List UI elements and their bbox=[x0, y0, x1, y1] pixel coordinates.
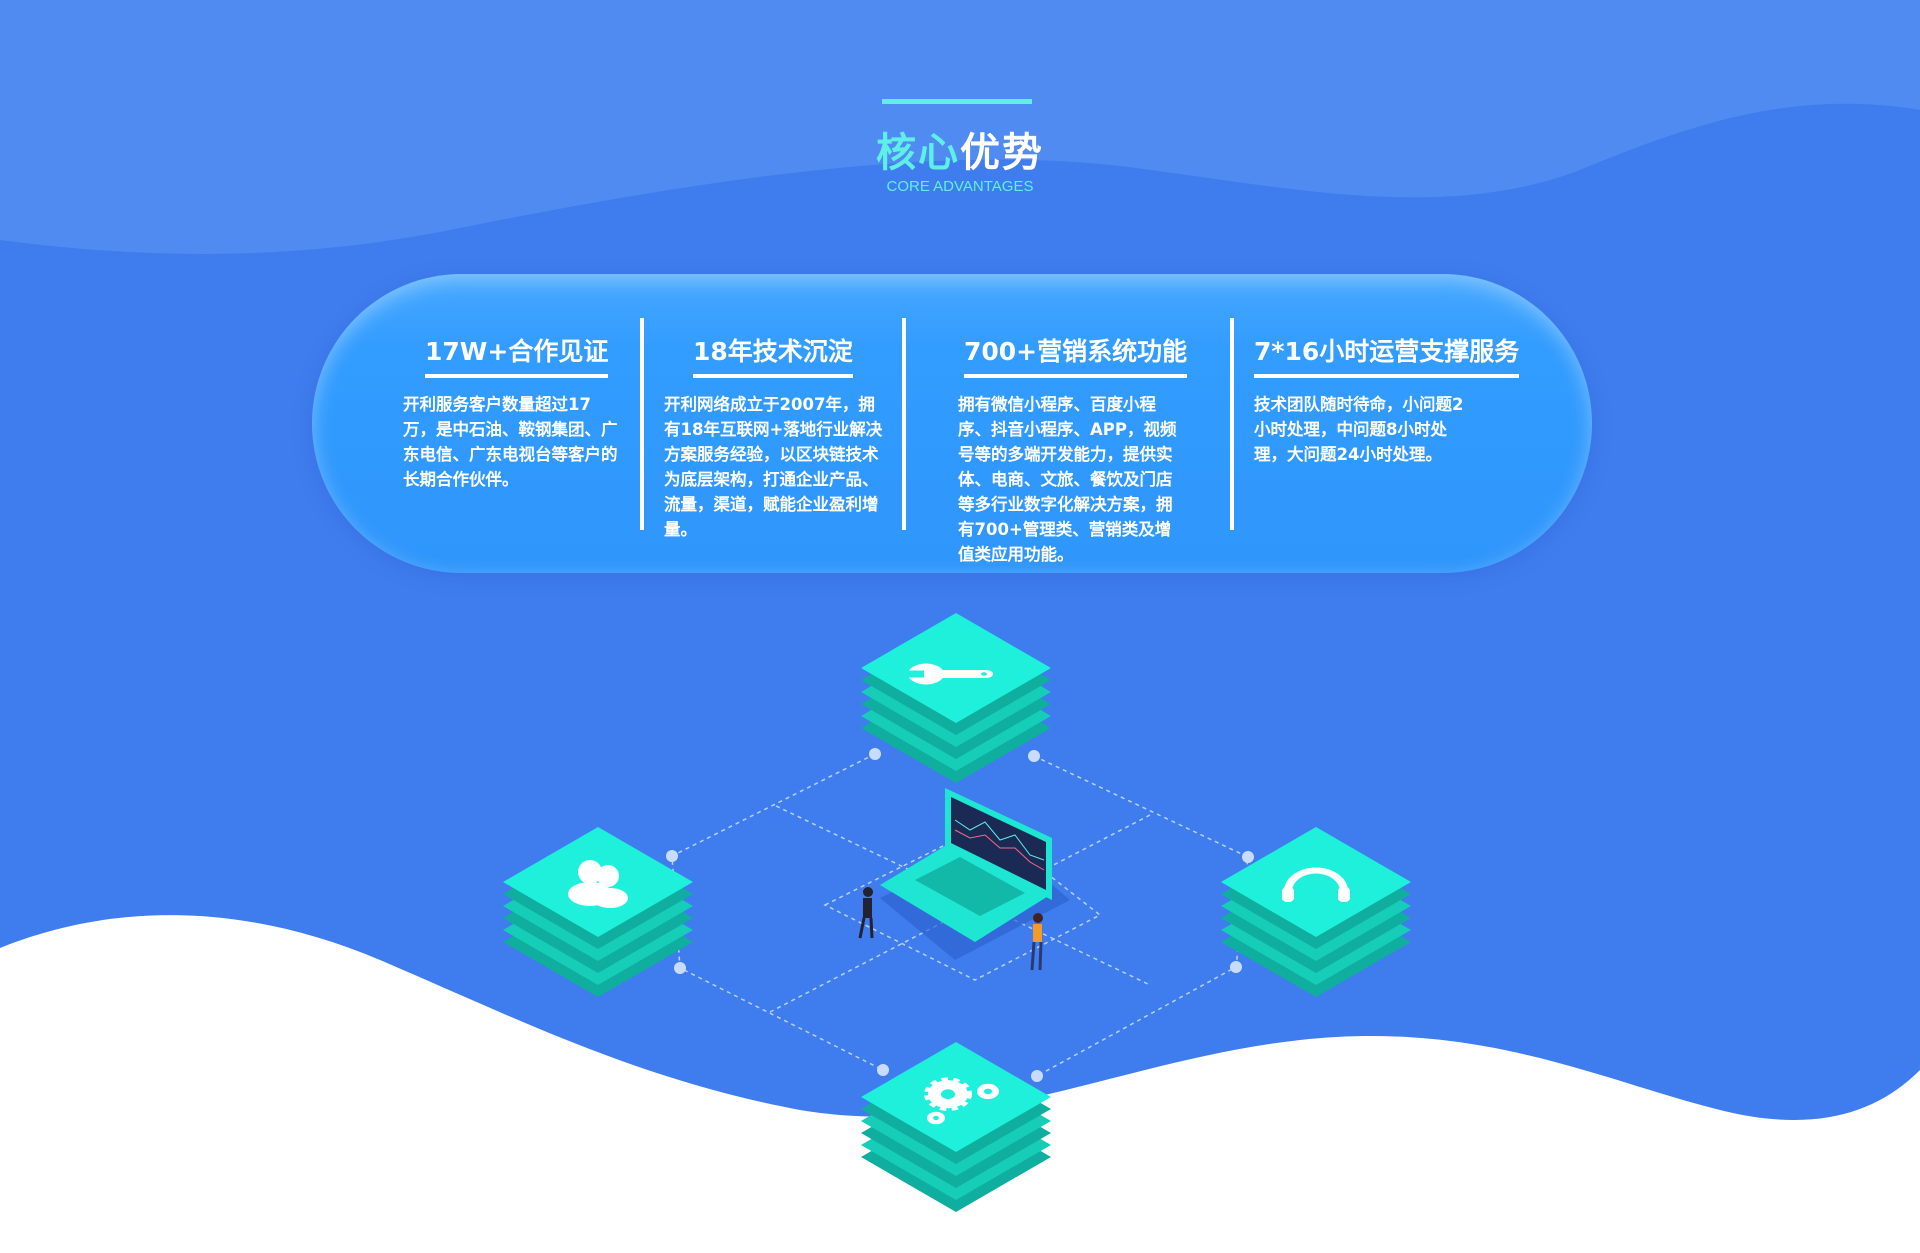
title-rest: 优势 bbox=[960, 130, 1044, 176]
advantage-text: 技术团队随时待命，小问题2小时处理，中问题8小时处理，大问题24小时处理。 bbox=[1254, 395, 1464, 464]
advantage-text: 拥有微信小程序、百度小程序、抖音小程序、APP，视频号等的多端开发能力，提供实体… bbox=[958, 395, 1177, 564]
gears-icon bbox=[924, 1077, 999, 1125]
tile-users bbox=[503, 827, 693, 997]
title-accent-bar bbox=[882, 99, 1032, 104]
divider bbox=[1230, 318, 1234, 530]
person-figure bbox=[1030, 913, 1043, 971]
section-subtitle: CORE ADVANTAGES bbox=[886, 178, 1034, 195]
advantage-item: 18年技术沉淀 开利网络成立于2007年，拥有18年互联网+落地行业解决方案服务… bbox=[664, 332, 884, 542]
divider bbox=[902, 318, 906, 530]
advantage-item: 17W+合作见证 开利服务客户数量超过17万，是中石油、鞍钢集团、广东电信、广东… bbox=[403, 332, 618, 492]
laptop bbox=[880, 788, 1070, 960]
advantage-heading: 7*16小时运营支撑服务 bbox=[1254, 332, 1520, 378]
advantage-item: 700+营销系统功能 拥有微信小程序、百度小程序、抖音小程序、APP，视频号等的… bbox=[958, 332, 1188, 567]
title-highlight: 核心 bbox=[876, 130, 960, 176]
advantages-card bbox=[312, 274, 1592, 573]
section-title: 核心优势 bbox=[0, 120, 1920, 178]
advantage-text: 开利服务客户数量超过17万，是中石油、鞍钢集团、广东电信、广东电视台等客户的长期… bbox=[403, 395, 618, 489]
advantage-text: 开利网络成立于2007年，拥有18年互联网+落地行业解决方案服务经验，以区块链技… bbox=[664, 395, 883, 539]
users-icon bbox=[568, 860, 628, 908]
tile-gears bbox=[861, 1042, 1051, 1212]
advantage-heading: 18年技术沉淀 bbox=[693, 332, 853, 378]
advantage-heading: 700+营销系统功能 bbox=[964, 332, 1188, 378]
wrench-icon bbox=[904, 663, 993, 685]
divider bbox=[640, 318, 644, 530]
headset-icon bbox=[1282, 867, 1350, 902]
advantage-item: 7*16小时运营支撑服务 技术团队随时待命，小问题2小时处理，中问题8小时处理，… bbox=[1254, 332, 1520, 467]
person-figure bbox=[858, 887, 874, 939]
advantage-heading: 17W+合作见证 bbox=[425, 332, 609, 378]
tile-wrench bbox=[861, 613, 1051, 783]
tile-headset bbox=[1221, 827, 1411, 997]
